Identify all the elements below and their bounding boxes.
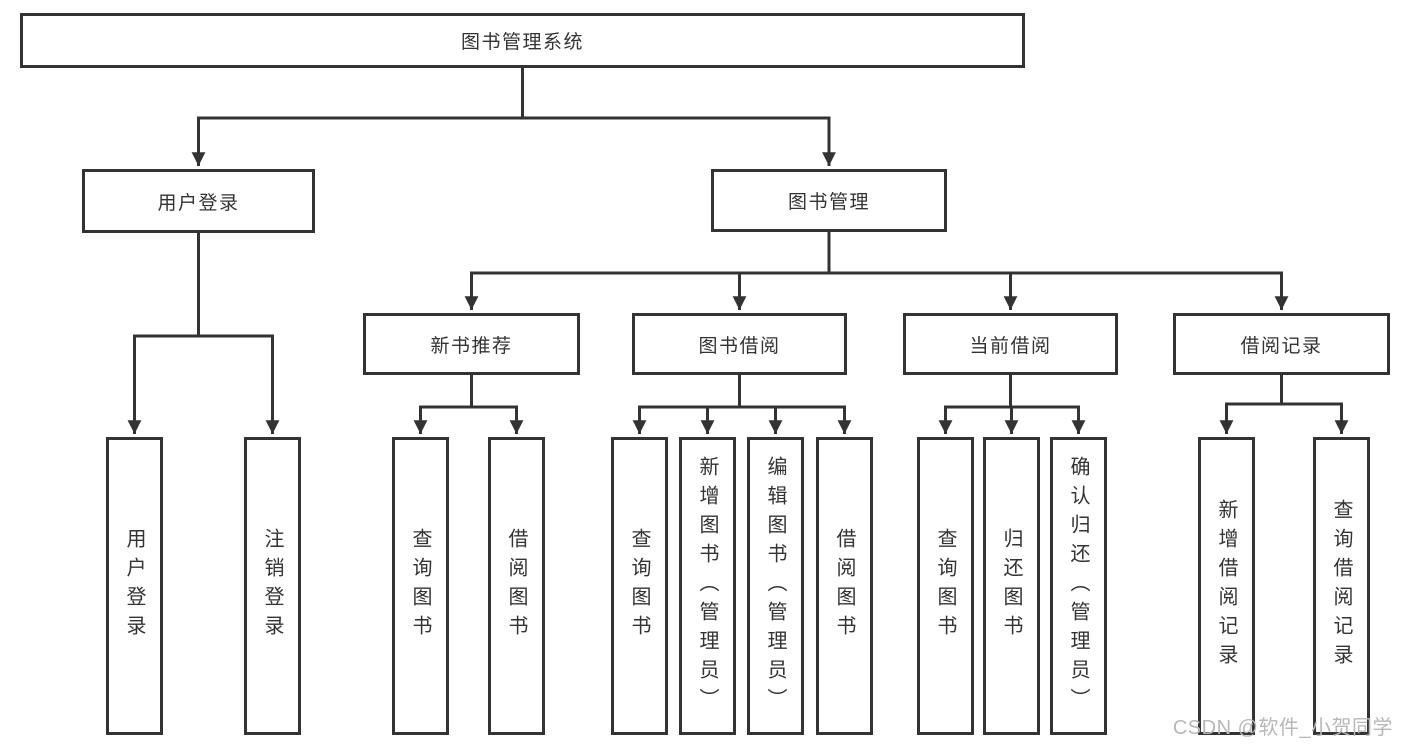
connector-book-borrow-children	[632, 371, 852, 434]
node-borrow-records-label: 借阅记录	[1240, 335, 1323, 357]
leaf-query-books-2-label: 查询图书	[628, 528, 650, 644]
node-user-login: 用户登录	[82, 169, 315, 233]
leaf-return-book-label: 归还图书	[1000, 528, 1022, 644]
node-root: 图书管理系统	[20, 13, 1025, 68]
connector-root-to-level2	[191, 64, 836, 166]
leaf-query-books-2: 查询图书	[611, 437, 668, 735]
connector-book-management-to-level3	[464, 229, 1289, 310]
node-book-borrow-label: 图书借阅	[698, 335, 781, 357]
node-book-management: 图书管理	[711, 169, 947, 232]
leaf-query-books-1: 查询图书	[392, 437, 449, 735]
leaf-add-borrow-record: 新增借阅记录	[1198, 437, 1255, 735]
node-book-management-label: 图书管理	[787, 192, 870, 213]
node-root-label: 图书管理系统	[460, 32, 584, 53]
leaf-logout-label: 注销登录	[261, 528, 283, 644]
leaf-add-book-admin: 新增图书（管理员）	[679, 437, 736, 735]
leaf-query-books-3: 查询图书	[917, 437, 974, 735]
node-book-borrow: 图书借阅	[632, 313, 847, 375]
csdn-watermark: CSDN @软件_小贺同学	[1172, 717, 1393, 739]
leaf-borrow-books-2: 借阅图书	[816, 437, 873, 735]
leaf-query-books-1-label: 查询图书	[409, 528, 431, 644]
node-user-login-label: 用户登录	[157, 192, 240, 214]
leaf-add-borrow-record-label: 新增借阅记录	[1215, 499, 1237, 673]
node-new-book-recommend-label: 新书推荐	[430, 335, 513, 357]
leaf-confirm-return-admin-label: 确认归还（管理员）	[1067, 455, 1089, 717]
leaf-user-login: 用户登录	[106, 437, 163, 735]
leaf-borrow-books-1: 借阅图书	[488, 437, 545, 735]
node-current-borrow: 当前借阅	[903, 313, 1118, 375]
leaf-return-book: 归还图书	[983, 437, 1040, 735]
leaf-edit-book-admin-label: 编辑图书（管理员）	[764, 455, 786, 717]
leaf-query-books-3-label: 查询图书	[934, 528, 956, 644]
leaf-query-borrow-record-label: 查询借阅记录	[1330, 499, 1352, 673]
leaf-borrow-books-1-label: 借阅图书	[505, 528, 527, 644]
leaf-edit-book-admin: 编辑图书（管理员）	[747, 437, 804, 735]
leaf-user-login-label: 用户登录	[123, 528, 145, 644]
node-current-borrow-label: 当前借阅	[969, 335, 1052, 357]
node-new-book-recommend: 新书推荐	[363, 313, 580, 375]
node-borrow-records: 借阅记录	[1173, 313, 1390, 375]
leaf-logout: 注销登录	[244, 437, 301, 735]
connector-borrow-records-children	[1219, 371, 1349, 434]
leaf-add-book-admin-label: 新增图书（管理员）	[696, 455, 718, 717]
connector-current-borrow-children	[938, 371, 1086, 434]
leaf-confirm-return-admin: 确认归还（管理员）	[1050, 437, 1107, 735]
connector-user-login-children	[127, 229, 280, 434]
leaf-query-borrow-record: 查询借阅记录	[1313, 437, 1370, 735]
connector-new-book-children	[413, 371, 524, 434]
leaf-borrow-books-2-label: 借阅图书	[833, 528, 855, 644]
